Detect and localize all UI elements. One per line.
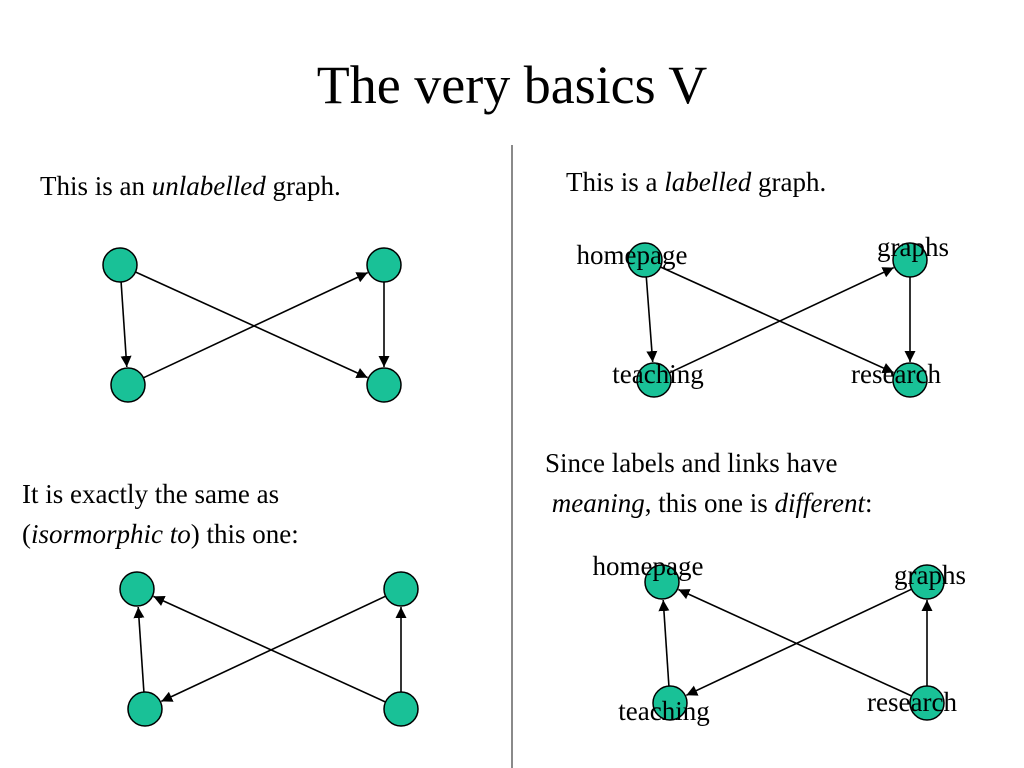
unlabelled-node-bottom-left (110, 367, 146, 403)
caption-different-emphasis-meaning: meaning (551, 488, 645, 518)
caption-labelled-prefix: This is a (566, 167, 665, 197)
labelled-label-research: research (851, 359, 941, 389)
labelled-label-homepage: homepage (577, 240, 688, 270)
different-label-teaching: teaching (618, 696, 709, 726)
caption-unlabelled-suffix: graph. (265, 171, 341, 201)
caption-unlabelled-emphasis: unlabelled (151, 171, 266, 201)
different-label-graphs: graphs (894, 560, 966, 590)
labelled-label-graphs: graphs (877, 232, 949, 262)
different-node-homepage (644, 564, 680, 600)
unlabelled-node-bottom-right (366, 367, 402, 403)
isomorphic-edge-bottom-right-to-top-left (153, 595, 386, 703)
caption-unlabelled-prefix: This is an (40, 171, 152, 201)
caption-isomorphic-emphasis: isormorphic to (31, 519, 191, 549)
different-label-research: research (867, 687, 957, 717)
labelled-label-teaching: teaching (612, 359, 703, 389)
caption-unlabelled: This is an unlabelled graph. (40, 166, 341, 206)
different-edge-graphs-to-teaching (685, 588, 912, 697)
labelled-edge-teaching-to-graphs (669, 266, 895, 374)
caption-labelled: This is a labelled graph. (566, 162, 826, 202)
edges-layer (120, 266, 933, 703)
column-divider (511, 145, 513, 768)
isomorphic-node-top-right (383, 571, 419, 607)
different-label-homepage: homepage (593, 551, 704, 581)
unlabelled-node-top-right (366, 247, 402, 283)
unlabelled-edge-bottom-left-to-top-right (143, 271, 369, 379)
caption-isomorphic-line1: It is exactly the same as (22, 479, 280, 509)
labelled-edge-homepage-to-research (660, 266, 894, 374)
different-edge-teaching-to-homepage (658, 599, 670, 687)
isomorphic-node-bottom-right (383, 691, 419, 727)
different-node-teaching (652, 685, 688, 721)
unlabelled-node-top-left (102, 247, 138, 283)
labelled-node-graphs (892, 242, 928, 278)
labelled-edge-homepage-to-teaching (645, 276, 658, 363)
caption-labelled-emphasis: labelled (664, 167, 752, 197)
labelled-node-homepage (627, 242, 663, 278)
caption-isomorphic-open-paren: ( (22, 519, 31, 549)
caption-different-line1: Since labels and links have (545, 448, 838, 478)
isomorphic-edge-top-right-to-bottom-left (160, 595, 386, 703)
caption-different-suffix: : (864, 488, 873, 518)
caption-different: Since labels and links have meaning, thi… (545, 443, 873, 523)
nodes-layer (102, 242, 945, 727)
slide-title: The very basics V (316, 55, 708, 115)
unlabelled-edge-top-left-to-bottom-left (120, 281, 132, 368)
caption-labelled-suffix: graph. (751, 167, 827, 197)
different-node-graphs (909, 564, 945, 600)
isomorphic-node-bottom-left (127, 691, 163, 727)
caption-isomorphic: It is exactly the same as (isormorphic to… (22, 474, 299, 554)
different-node-research (909, 685, 945, 721)
unlabelled-edge-top-left-to-bottom-right (135, 271, 368, 379)
caption-different-emphasis-different: different (774, 488, 865, 518)
different-edge-research-to-homepage (678, 588, 912, 697)
caption-different-middle: , this one is (644, 488, 775, 518)
labelled-node-research (892, 362, 928, 398)
labels-layer: homepage graphs teaching research homepage gr… (577, 232, 966, 726)
isomorphic-edge-bottom-left-to-top-left (133, 606, 145, 693)
labelled-node-teaching (636, 362, 672, 398)
caption-isomorphic-suffix: ) this one: (190, 519, 299, 549)
isomorphic-node-top-left (119, 571, 155, 607)
